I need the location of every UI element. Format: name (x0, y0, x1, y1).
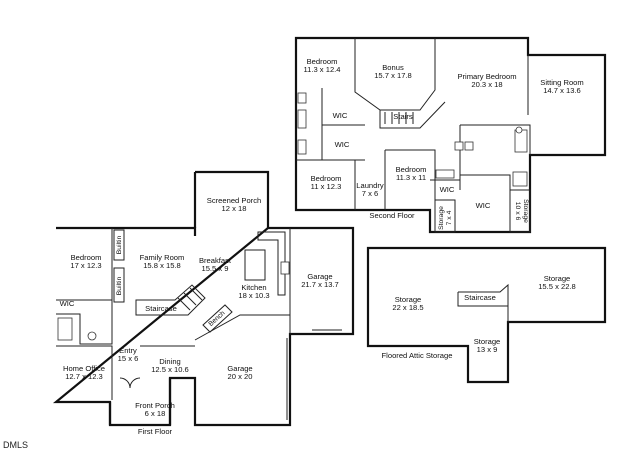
floor-caption: Floored Attic Storage (382, 351, 453, 360)
staircase-label: Staircase (145, 304, 177, 313)
room-dims: 20 x 20 (228, 372, 253, 381)
room-dims: 15 x 6 (118, 354, 139, 363)
room-name: Sitting Room (540, 78, 583, 87)
room-dims: 15.7 x 17.8 (374, 71, 412, 80)
storage-label: Storage (522, 199, 529, 223)
staircase-label: Staircase (464, 293, 496, 302)
second-floor-plan (294, 36, 607, 234)
builtin-label: Builtin (116, 236, 123, 255)
room-dims: 15.5 x 9 (201, 264, 228, 273)
attic-plan (366, 246, 607, 384)
room-name: Front Porch (135, 401, 175, 410)
room-dims: 15.8 x 15.8 (143, 261, 181, 270)
room-name: Storage (474, 337, 501, 346)
room-name: Primary Bedroom (457, 72, 516, 81)
room-dims: 22 x 18.5 (392, 303, 423, 312)
room-dims: 17 x 12.3 (70, 261, 101, 270)
room-dims: 12.7 x 12.3 (65, 372, 103, 381)
storage-label: Storage (438, 206, 445, 230)
room-name: Bonus (382, 63, 404, 72)
room-dims: 7 x 6 (362, 189, 378, 198)
room-name: Garage (307, 272, 332, 281)
storage-dims: 10 x 6 (514, 202, 521, 221)
room-name: Entry (119, 346, 137, 355)
room-name: Dining (159, 357, 181, 366)
room-dims: 21.7 x 13.7 (301, 280, 339, 289)
mls-watermark: DMLS (3, 440, 28, 450)
room-dims: 6 x 18 (145, 409, 166, 418)
room-name: Laundry (356, 181, 384, 190)
first-floor-plan (52, 170, 355, 427)
room-name: Storage (395, 295, 422, 304)
floor-caption: First Floor (138, 427, 173, 436)
room-name: Garage (227, 364, 252, 373)
wic-label: WIC (60, 299, 75, 308)
room-name: Bedroom (71, 253, 102, 262)
wic-label: WIC (440, 185, 455, 194)
room-name: Storage (544, 274, 571, 283)
builtin-label: Builtin (116, 277, 123, 296)
room-dims: 11.3 x 12.4 (303, 65, 340, 74)
floor-caption: Second Floor (369, 211, 415, 220)
room-name: Bedroom (396, 165, 427, 174)
wic-label: WIC (335, 140, 350, 149)
room-name: Bedroom (311, 174, 342, 183)
room-dims: 12 x 18 (222, 204, 247, 213)
stairs-label: Stairs (393, 112, 413, 121)
room-dims: 15.5 x 22.8 (538, 282, 576, 291)
room-name: Breakfast (199, 256, 232, 265)
room-name: Bedroom (307, 57, 338, 66)
room-name: Screened Porch (207, 196, 261, 205)
room-dims: 11 x 12.3 (311, 182, 342, 191)
room-name: Home Office (63, 364, 105, 373)
room-dims: 18 x 10.3 (238, 291, 269, 300)
room-dims: 13 x 9 (477, 345, 498, 354)
room-name: Kitchen (241, 283, 266, 292)
room-dims: 14.7 x 13.6 (543, 86, 581, 95)
storage-dims: 7 x 4 (446, 210, 453, 225)
wic-label: WIC (333, 111, 348, 120)
room-dims: 12.5 x 10.6 (151, 365, 189, 374)
room-dims: 11.3 x 11 (396, 173, 426, 182)
room-dims: 20.3 x 18 (471, 80, 502, 89)
room-name: Family Room (140, 253, 185, 262)
wic-label: WIC (476, 201, 491, 210)
